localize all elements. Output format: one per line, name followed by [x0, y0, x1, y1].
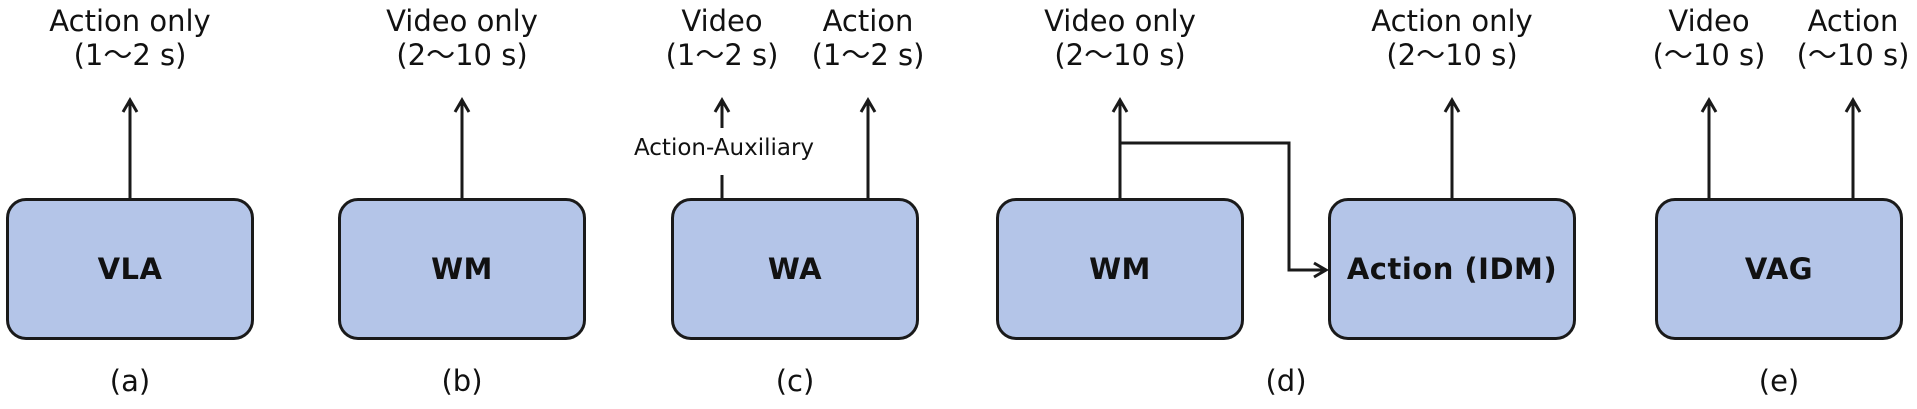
output-e-action-line1: Action — [1807, 4, 1899, 38]
caption-e: (e) — [1758, 364, 1800, 398]
output-b-line2: (2～10 s) — [396, 38, 528, 72]
output-e-action-line2: (～10 s) — [1796, 38, 1910, 72]
output-c-action-line2: (1～2 s) — [811, 38, 925, 72]
output-label-d-action: Action only (2～10 s) — [1371, 4, 1532, 72]
caption-b: (b) — [441, 364, 483, 398]
output-label-c-action: Action (1～2 s) — [812, 4, 925, 72]
caption-d: (d) — [1265, 364, 1307, 398]
output-c-video-line1: Video — [681, 4, 763, 38]
caption-a: (a) — [109, 364, 151, 398]
output-label-c-video: Video (1～2 s) — [666, 4, 779, 72]
output-label-a: Action only (1～2 s) — [49, 4, 210, 72]
box-wm: WM — [338, 198, 586, 340]
output-e-video-line1: Video — [1668, 4, 1750, 38]
box-vla: VLA — [6, 198, 254, 340]
output-c-video-line2: (1～2 s) — [665, 38, 779, 72]
output-e-video-line2: (～10 s) — [1652, 38, 1766, 72]
box-wm-d: WM — [996, 198, 1244, 340]
box-wm-d-label: WM — [1089, 252, 1151, 286]
arrow-d-idm — [1120, 141, 1329, 279]
box-wa: WA — [671, 198, 919, 340]
box-action-idm-label: Action (IDM) — [1346, 252, 1558, 286]
output-d-video-line2: (2～10 s) — [1054, 38, 1186, 72]
box-wm-label: WM — [431, 252, 493, 286]
output-label-d-video: Video only (2～10 s) — [1044, 4, 1196, 72]
box-vag: VAG — [1655, 198, 1903, 340]
output-a-line1: Action only — [49, 4, 211, 38]
box-vag-label: VAG — [1744, 252, 1814, 286]
output-label-e-action: Action (～10 s) — [1797, 4, 1910, 72]
output-label-e-video: Video (～10 s) — [1653, 4, 1766, 72]
output-a-line2: (1～2 s) — [73, 38, 187, 72]
output-b-line1: Video only — [386, 4, 538, 38]
output-d-action-line2: (2～10 s) — [1386, 38, 1518, 72]
output-d-video-line1: Video only — [1044, 4, 1196, 38]
box-action-idm: Action (IDM) — [1328, 198, 1576, 340]
output-c-action-line1: Action — [822, 4, 914, 38]
box-vla-label: VLA — [97, 252, 163, 286]
output-d-action-line1: Action only — [1371, 4, 1533, 38]
output-label-b: Video only (2～10 s) — [386, 4, 538, 72]
action-auxiliary-label: Action-Auxiliary — [631, 135, 817, 161]
caption-c: (c) — [775, 364, 815, 398]
box-wa-label: WA — [767, 252, 823, 286]
